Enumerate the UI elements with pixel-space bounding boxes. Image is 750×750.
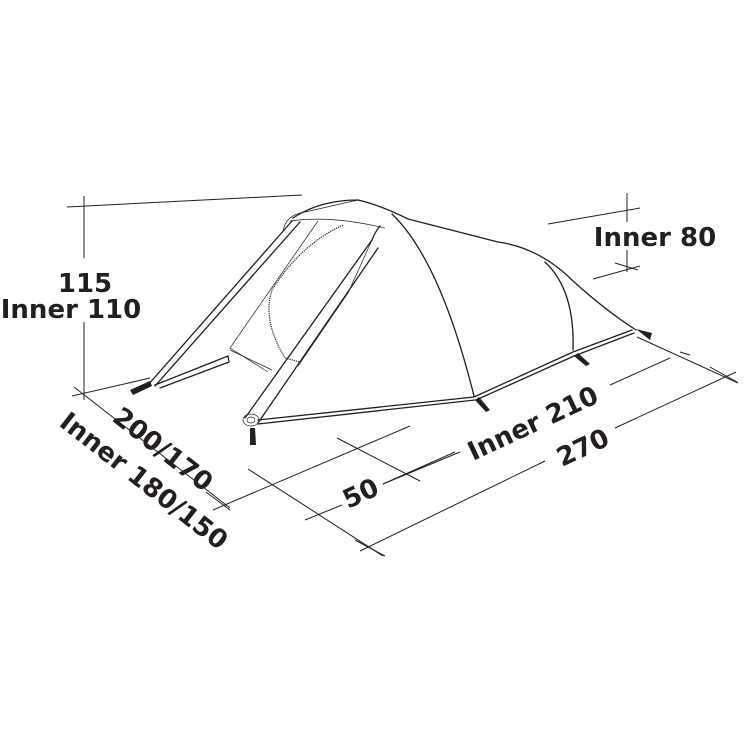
porch-label: 50: [338, 473, 383, 515]
ground-seam-side-inner: [475, 332, 635, 401]
porch-ext-front: [247, 468, 384, 557]
door-bottom-edge: [229, 349, 273, 371]
pole-end-cap-inner: [246, 416, 256, 424]
rear-height-label: Inner 80: [594, 223, 716, 253]
front-hood-inner: [289, 218, 386, 229]
ground-seam-side: [473, 329, 633, 398]
front-hood: [282, 199, 359, 233]
outer-length-line-left: [359, 460, 546, 552]
door-zipper: [268, 224, 344, 363]
inner-length-tick-rear: [679, 351, 691, 356]
rear-height-tick: [614, 262, 639, 271]
dimension-labels: 115 Inner 110 Inner 80 200/170 Inner 180…: [1, 223, 716, 556]
height-outer-label: 115: [58, 269, 112, 299]
front-right-pole-outer: [244, 225, 381, 419]
peg-side-rear: [574, 353, 590, 366]
ground-seam-front: [257, 396, 475, 421]
pole-end-cap: [242, 413, 260, 427]
height-tick-bottom: [73, 386, 111, 416]
dimension-lines: [66, 193, 739, 557]
height-bottom-extension: [71, 377, 151, 397]
peg-left-front: [130, 381, 152, 395]
outer-length-line-right: [614, 371, 737, 429]
outer-length-tick-front: [354, 539, 386, 557]
front-left-pole-inner: [154, 221, 301, 387]
peg-rear: [636, 329, 652, 340]
rear-hoop: [544, 261, 574, 351]
outer-length-tick-rear: [709, 366, 738, 383]
tent-drawing: [130, 199, 652, 445]
front-left-pole-outer: [147, 220, 293, 386]
left-vestibule-base: [154, 355, 230, 389]
ground-seam-front-inner: [257, 399, 476, 425]
width-line: [109, 414, 231, 509]
front-right-pole-inner: [257, 247, 379, 424]
inner-length-line-left: [382, 451, 456, 485]
porch-ext-rear: [336, 437, 421, 482]
tent-ridge: [292, 199, 637, 331]
door-panel-edge: [229, 220, 319, 373]
width-end-extension: [212, 425, 411, 511]
rear-height-top-extension: [547, 207, 641, 225]
door-right-edge: [297, 239, 373, 367]
outer-length-label: 270: [552, 423, 614, 473]
peg-side-mid: [475, 397, 490, 412]
inner-length-line-right: [609, 357, 671, 386]
height-top-extension: [66, 194, 303, 208]
porch-line-left: [304, 504, 343, 521]
height-inner-label: Inner 110: [1, 295, 141, 325]
rear-extension: [636, 336, 739, 384]
peg-front-pole: [250, 428, 256, 445]
main-hoop: [391, 213, 475, 397]
width-tick-end: [205, 491, 231, 511]
